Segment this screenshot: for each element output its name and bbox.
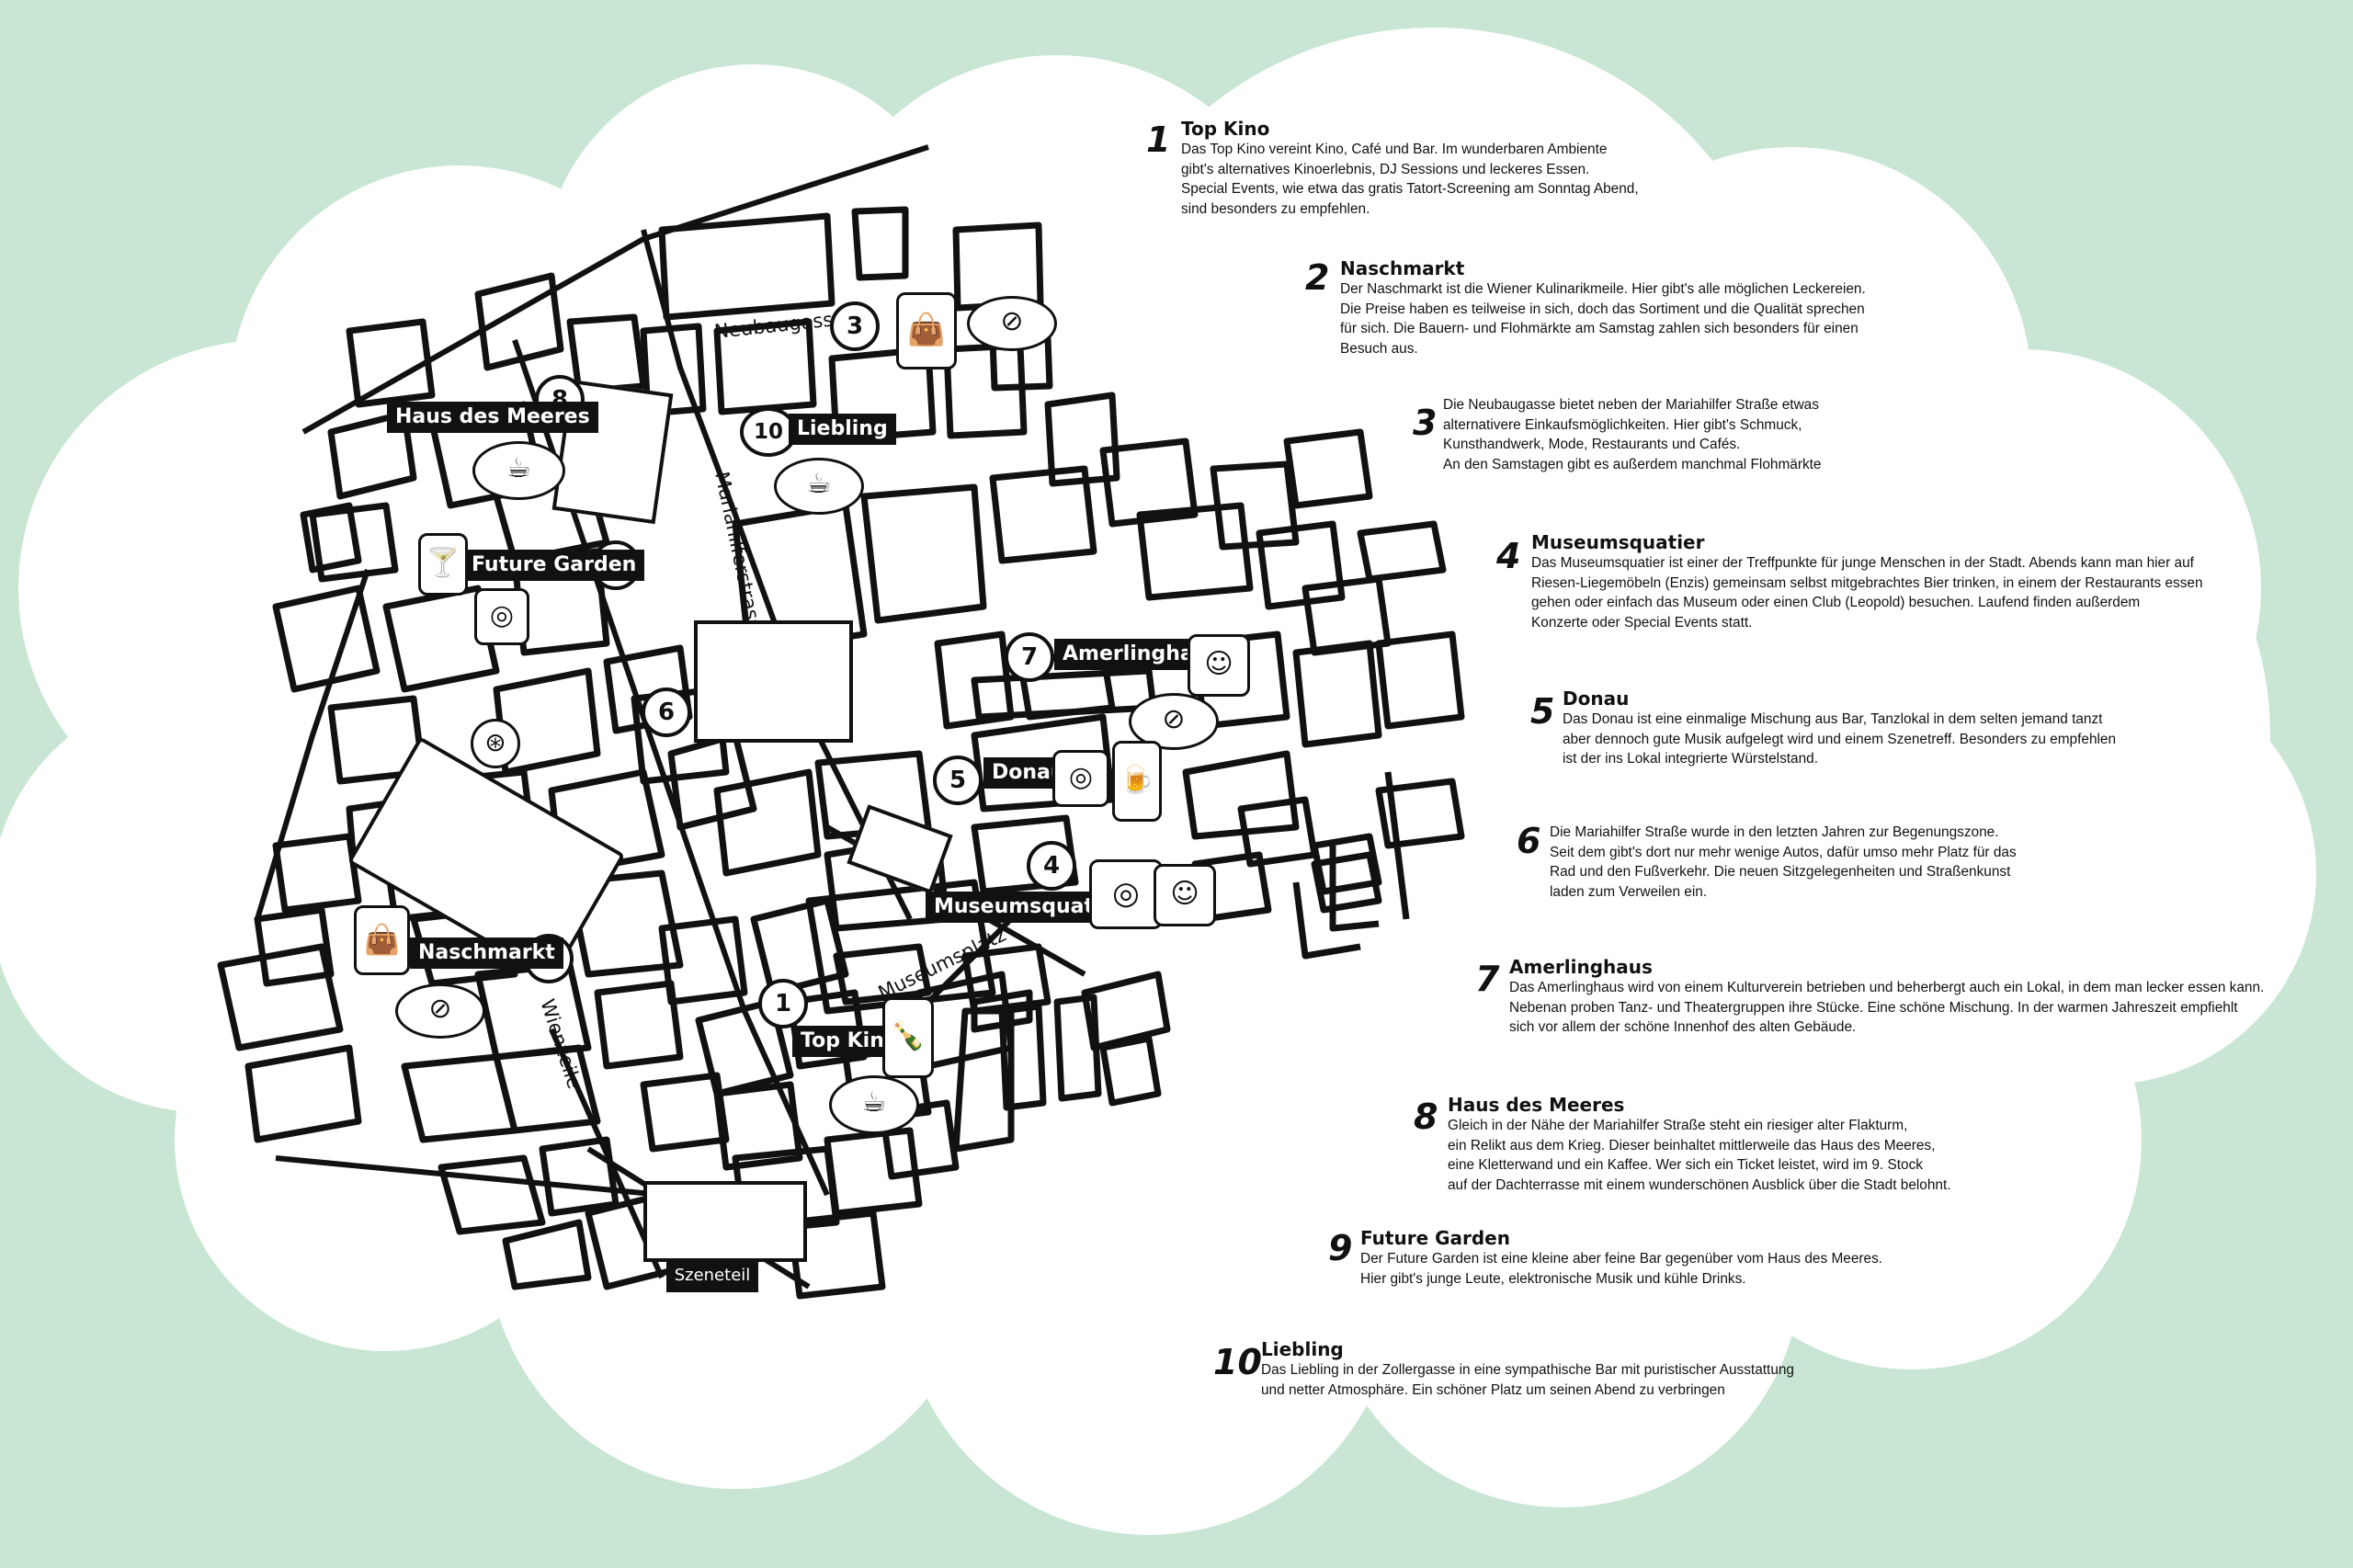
legend-description: Das Museumsquatier ist einer der Treffpu… — [1531, 555, 2203, 631]
legend-number: 4 — [1496, 536, 1521, 576]
marker-4-number[interactable]: 4 — [1027, 841, 1076, 891]
shopping-bag-icon: 👜 — [354, 905, 410, 975]
legend-number: 1 — [1146, 119, 1171, 160]
legend-title: Donau — [1563, 687, 1630, 710]
plate-icon: ☕ — [829, 1075, 919, 1134]
plate-icon: ☕ — [774, 458, 864, 515]
plate-icon: ⊘ — [1129, 693, 1219, 750]
speaker-icon: ◎ — [1089, 859, 1163, 929]
marker-1-label[interactable]: Top Kino — [792, 1026, 906, 1057]
legend-number: 3 — [1413, 403, 1438, 443]
szeneteil-building — [643, 1181, 807, 1262]
bottle-glass-icon: 🍾 — [882, 997, 934, 1078]
legend-description: Das Top Kino vereint Kino, Café und Bar.… — [1181, 142, 1639, 217]
mariahilfer-square-illustration — [694, 620, 853, 743]
marker-7-number[interactable]: 7 — [1005, 632, 1054, 682]
legend-number: 9 — [1328, 1228, 1353, 1268]
legend-description: Das Amerlinghaus wird von einem Kulturve… — [1509, 980, 2265, 1035]
speaker-icon: ◎ — [1052, 750, 1109, 807]
szeneteil-sign: Szeneteil — [666, 1259, 758, 1292]
bottle-glass-icon: 🍸 — [418, 533, 468, 596]
speaker-icon: ◎ — [474, 588, 529, 645]
legend-title: Liebling — [1261, 1338, 1344, 1360]
legend-title: Amerlinghaus — [1509, 956, 1653, 978]
plate-icon: ⊘ — [967, 296, 1057, 351]
legend-title: Top Kino — [1181, 118, 1270, 140]
dancer-icon: ☺ — [1154, 864, 1216, 926]
street-label-mariahilferstrasse: Mariahilferstrasse — [710, 470, 768, 643]
marker-6-number[interactable]: 6 — [642, 687, 691, 737]
legend-description: Gleich in der Nähe der Mariahilfer Straß… — [1448, 1118, 1951, 1193]
marker-2-label[interactable]: Naschmarkt — [410, 937, 563, 969]
legend-description: Die Neubaugasse bietet neben der Mariahi… — [1443, 397, 1822, 472]
legend-description: Der Future Garden ist eine kleine aber f… — [1360, 1251, 1883, 1287]
legend-number: 6 — [1517, 821, 1541, 861]
legend-title: Museumsquatier — [1531, 531, 1705, 553]
legend-number: 2 — [1305, 257, 1330, 298]
legend-number: 7 — [1475, 959, 1500, 999]
legend-number: 10 — [1213, 1342, 1262, 1382]
bottle-glass-icon: 🍺 — [1112, 741, 1162, 822]
bicycle-icon: ⊛ — [471, 719, 520, 768]
legend-title: Naschmarkt — [1340, 257, 1465, 279]
legend-description: Das Donau ist eine einmalige Mischung au… — [1563, 711, 2117, 767]
legend-number: 5 — [1530, 691, 1555, 732]
legend-description: Der Naschmarkt ist die Wiener Kulinarikm… — [1340, 281, 1866, 357]
dancer-icon: ☺ — [1188, 634, 1250, 697]
legend-number: 8 — [1414, 1096, 1438, 1137]
legend-description: Die Mariahilfer Straße wurde in den letz… — [1550, 824, 2017, 900]
legend-title: Future Garden — [1360, 1227, 1510, 1249]
legend-description: Das Liebling in der Zollergasse in eine … — [1261, 1362, 1794, 1398]
marker-10-label[interactable]: Liebling — [789, 414, 896, 445]
shopping-bag-icon: 👜 — [896, 292, 957, 369]
legend-title: Haus des Meeres — [1448, 1094, 1625, 1116]
marker-3-number[interactable]: 3 — [830, 301, 880, 351]
marker-5-number[interactable]: 5 — [933, 756, 983, 805]
marker-1-number[interactable]: 1 — [758, 979, 808, 1028]
marker-8-label[interactable]: Haus des Meeres — [387, 402, 598, 433]
plate-icon: ⊘ — [395, 983, 485, 1039]
marker-9-label[interactable]: Future Garden — [463, 550, 645, 581]
plate-icon: ☕ — [472, 441, 565, 500]
